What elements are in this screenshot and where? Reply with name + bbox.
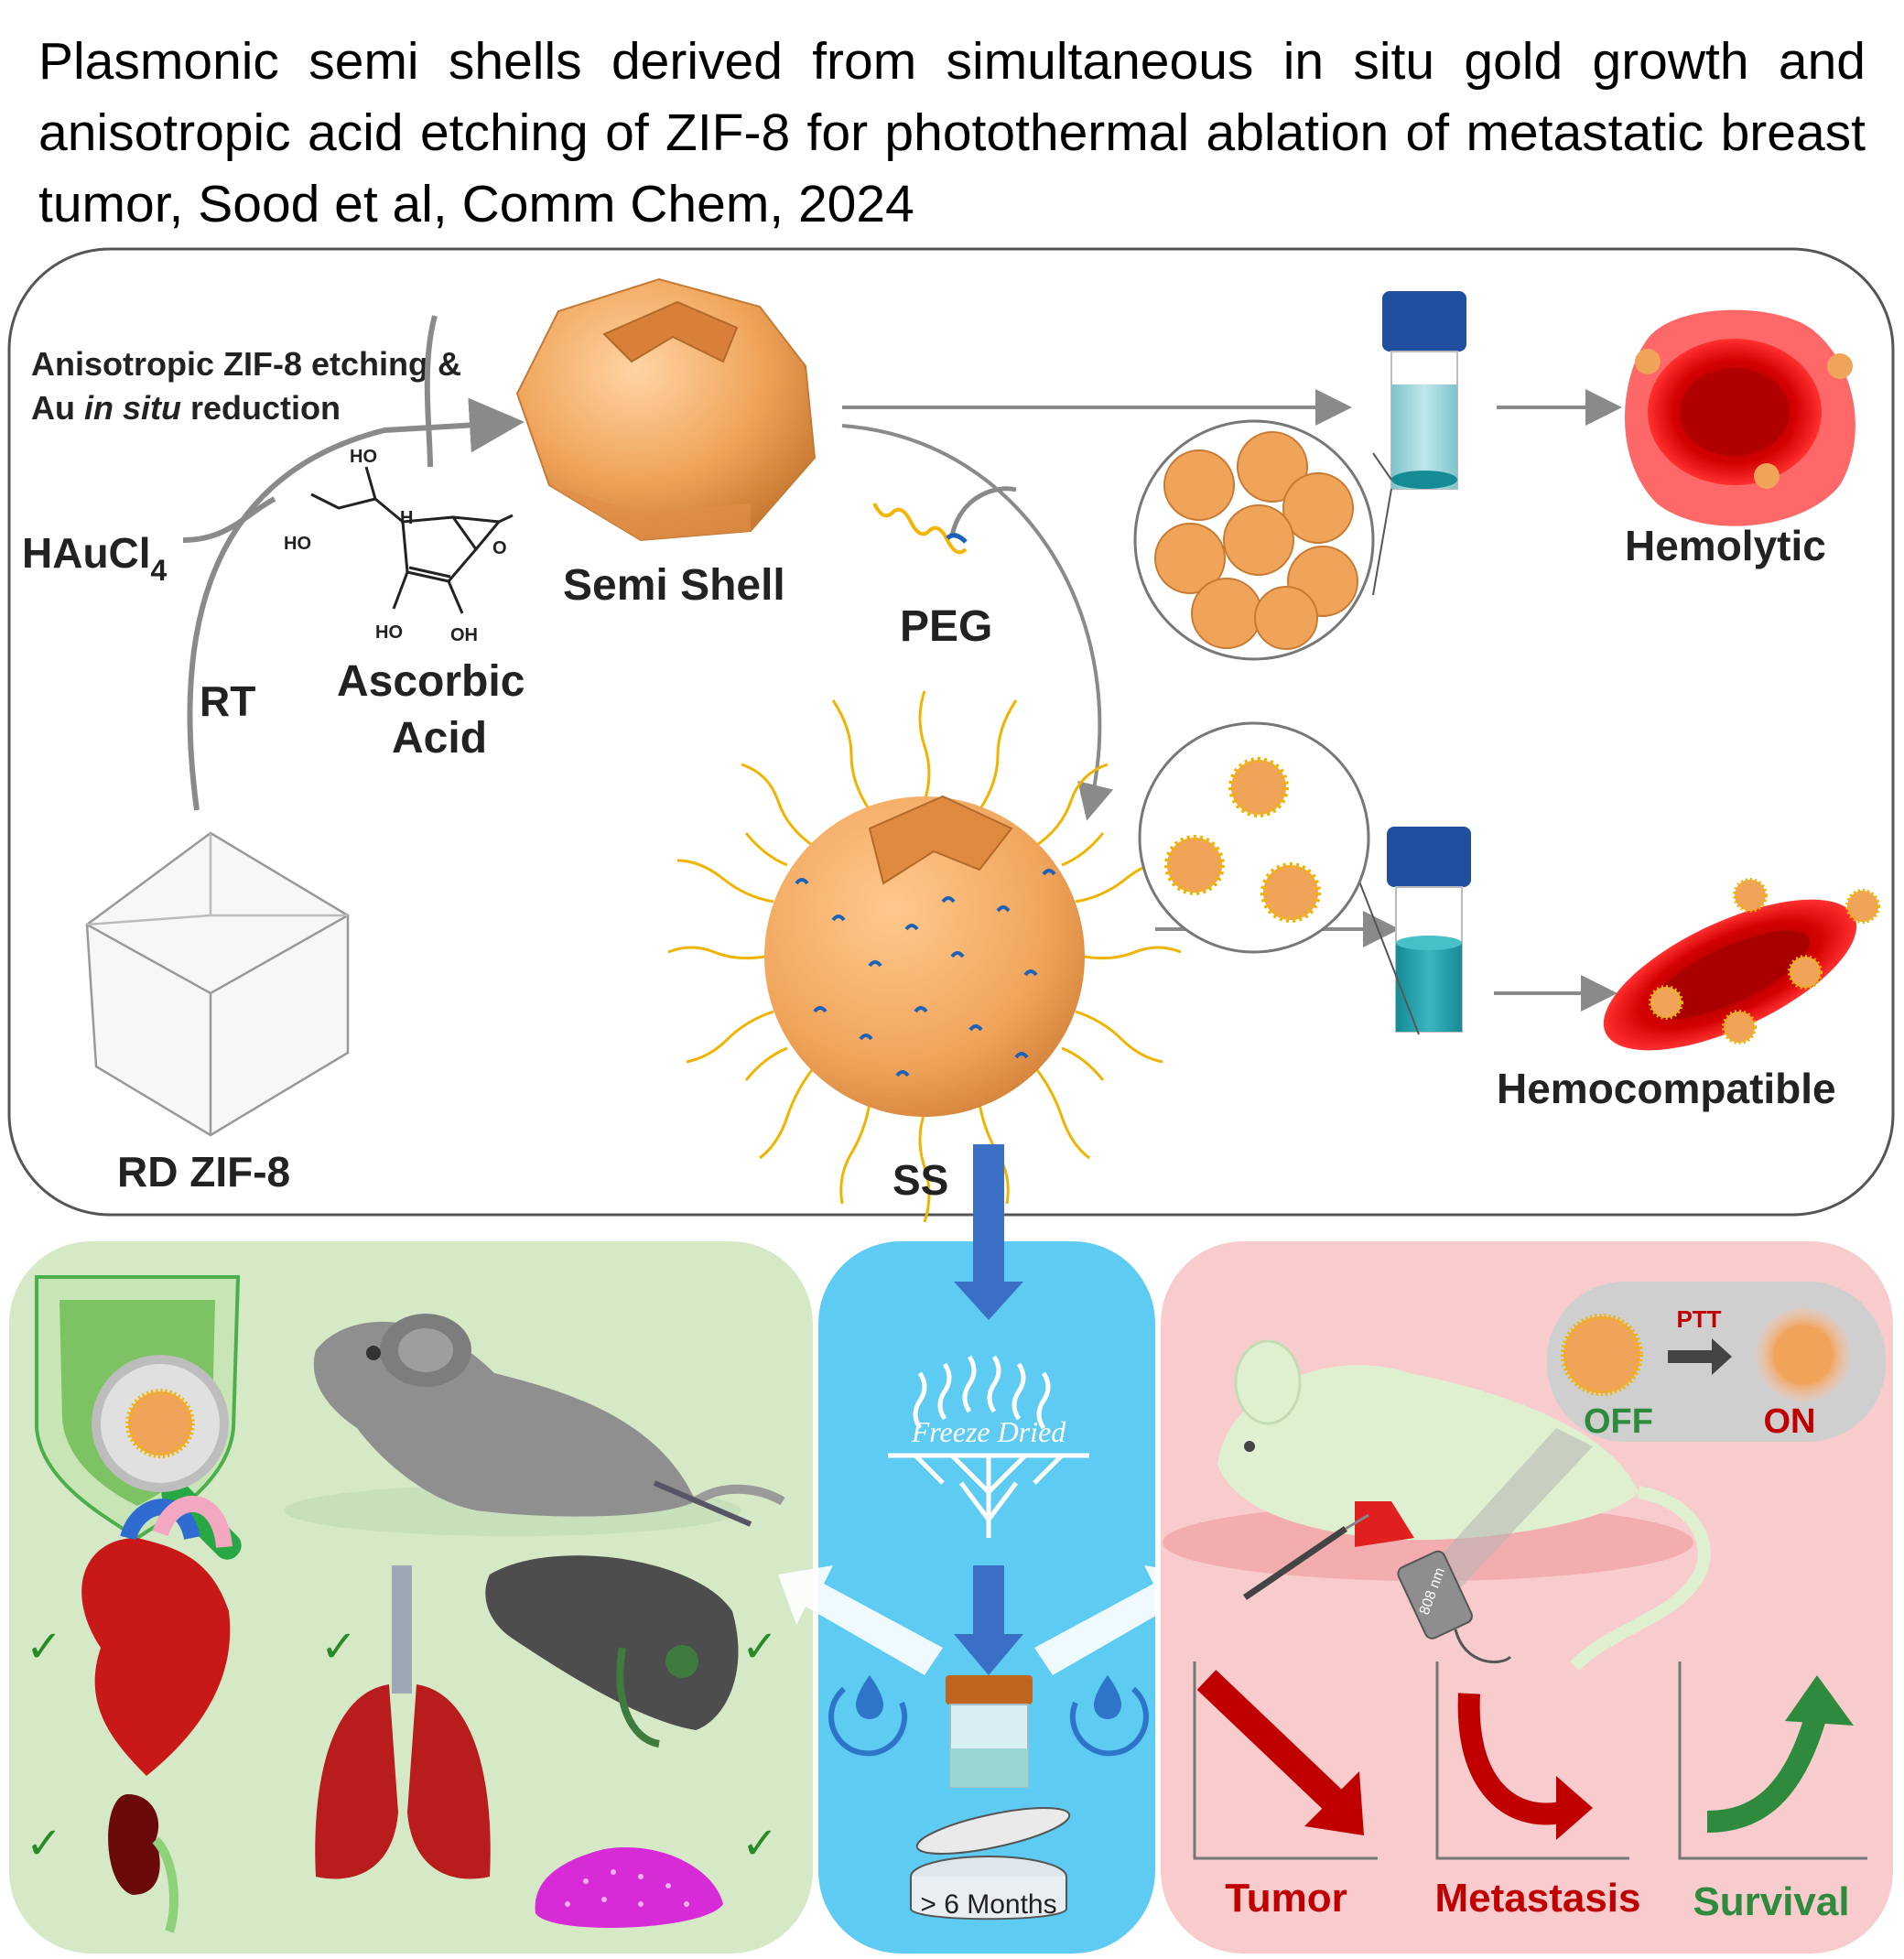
rd-zif8-crystal (85, 831, 350, 1137)
hemolytic-label: Hemolytic (1625, 522, 1826, 569)
storage-jar (946, 1675, 1033, 1788)
storage-arrow-lower (954, 1565, 1023, 1675)
petri-dish (910, 1807, 1071, 1921)
step-label-insitu: in situ (84, 389, 181, 427)
spleen-check-icon: ✓ (741, 1820, 778, 1868)
ptt-activation-bubble (1547, 1282, 1886, 1442)
kidney-organ-icon (108, 1794, 178, 1933)
peg-label: PEG (900, 602, 992, 651)
hemolytic-rbc (1625, 309, 1855, 526)
step-label-au: Au (31, 389, 84, 427)
lungs-check-icon: ✓ (320, 1623, 357, 1672)
atom-ho-top: HO (350, 447, 377, 467)
ascorbic-acid-structure (310, 315, 514, 614)
atom-o: O (492, 538, 507, 558)
storage-duration-label: > 6 Months (920, 1889, 1056, 1920)
pegylated-semi-shell (667, 690, 1182, 1223)
svg-text:Anisotropic ZIF-8 etching &: Anisotropic ZIF-8 etching & (31, 345, 461, 383)
peg-chain (872, 503, 968, 555)
heart-check-icon: ✓ (26, 1623, 62, 1672)
hemocompatible-rbc (1603, 878, 1880, 1051)
step-label-line1: Anisotropic ZIF-8 etching & (31, 345, 461, 383)
liver-organ-icon (485, 1555, 739, 1748)
acid-label-line2: Acid (392, 714, 487, 763)
storage-arrow-upper (954, 1241, 1023, 1320)
survival-trend-graph (1678, 1661, 1867, 1860)
laser-device-icon: 808 nm (1397, 1428, 1593, 1663)
atom-oh: OH (450, 625, 478, 645)
freeze-dried-label: Freeze Dried (911, 1415, 1067, 1448)
step-label-reduction: reduction (181, 389, 341, 427)
survival-label: Survival (1693, 1879, 1849, 1924)
water-drop-left-icon (828, 1675, 908, 1757)
rt-reaction-arrow (187, 397, 525, 811)
reagent-subscript: 4 (151, 554, 168, 587)
semi-shell-particle (515, 277, 817, 542)
figure-title: Plasmonic semi shells derived from simul… (38, 32, 1866, 233)
condition-rt: RT (200, 677, 255, 725)
tumor-label: Tumor (1225, 1876, 1347, 1921)
semi-shell-label: Semi Shell (563, 561, 785, 610)
kidney-check-icon: ✓ (26, 1820, 62, 1868)
svg-text:Au in situ reduction: Au in situ reduction (31, 389, 341, 427)
hauc-curve-arrow (182, 496, 276, 543)
freeze-dry-steam-icon (913, 1355, 1051, 1430)
off-label: OFF (1584, 1402, 1653, 1441)
rd-zif8-label: RD ZIF-8 (117, 1148, 290, 1196)
snowflake-icon (888, 1453, 1089, 1538)
atom-ho-left: HO (284, 534, 311, 554)
peg-curve-arrow (949, 486, 1017, 536)
acid-label-line1: Ascorbic (337, 657, 525, 706)
atom-h: H (400, 508, 413, 528)
ss-label: SS (892, 1156, 948, 1204)
lungs-organ-icon (315, 1565, 491, 1879)
tumor-trend-graph (1193, 1661, 1378, 1860)
zoom-aggregated-particles (1133, 419, 1392, 661)
metastasis-label: Metastasis (1434, 1876, 1640, 1921)
syringe-icon (1243, 1513, 1369, 1600)
reconstitute-arrow-left (778, 1565, 943, 1675)
heart-organ-icon (81, 1495, 233, 1776)
peg-anchor (946, 533, 968, 544)
arrow-to-pegylation (841, 424, 1114, 821)
reagent-hauc: HAuCl (22, 529, 151, 577)
water-drop-right-icon (1069, 1675, 1149, 1757)
mouse-icon (284, 1314, 785, 1536)
ss-down-arrow (954, 1144, 1023, 1320)
spleen-organ-icon (535, 1847, 723, 1929)
ptt-label: PTT (1676, 1305, 1721, 1333)
safety-shield-icon (35, 1275, 242, 1560)
svg-text:HAuCl4: HAuCl4 (22, 529, 168, 587)
atom-ho-bottom: HO (375, 622, 403, 643)
vial-uncoated (1382, 291, 1466, 490)
zoom-dispersed-particles (1138, 721, 1420, 1035)
hemocompatible-label: Hemocompatible (1497, 1065, 1836, 1112)
metastasis-trend-graph (1435, 1661, 1629, 1860)
reconstitute-arrow-right (1034, 1565, 1199, 1675)
on-label: ON (1764, 1402, 1816, 1441)
liver-check-icon: ✓ (741, 1623, 778, 1672)
